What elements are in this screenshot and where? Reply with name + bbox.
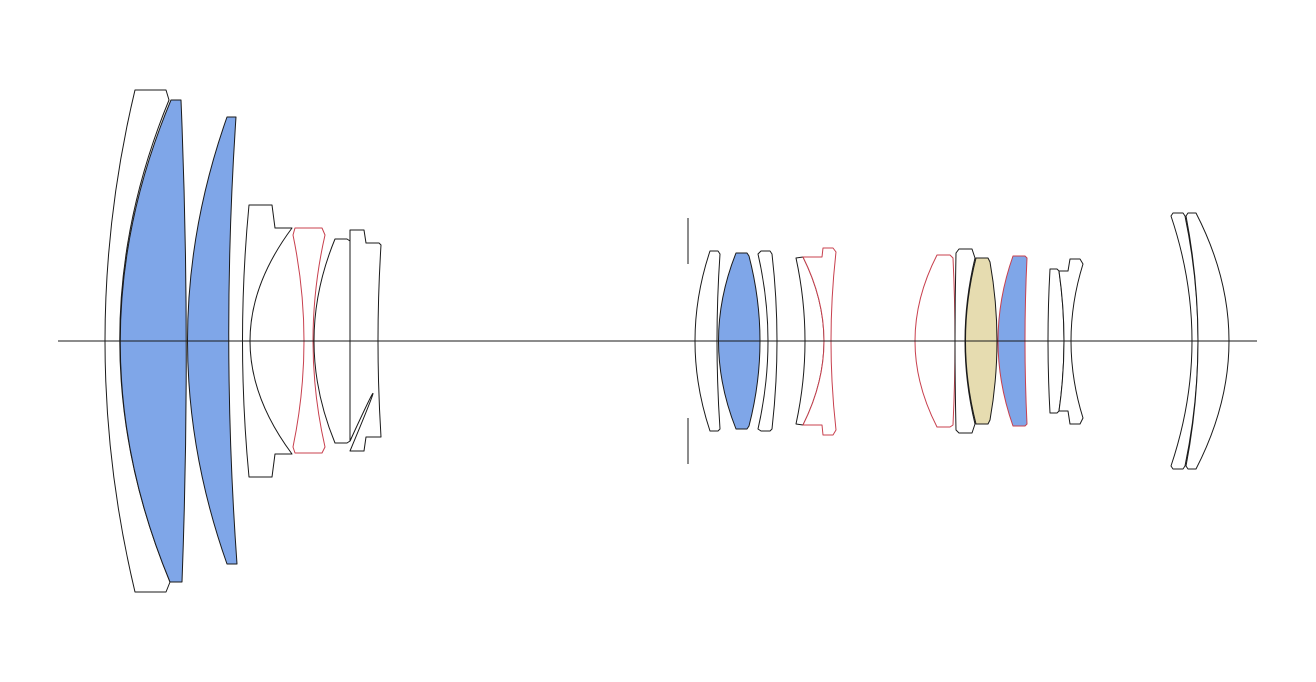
- lens-element-4-front: [242, 204, 293, 478]
- lens-element-10-middle: [757, 250, 778, 432]
- lens-element-12-middle: [802, 247, 837, 436]
